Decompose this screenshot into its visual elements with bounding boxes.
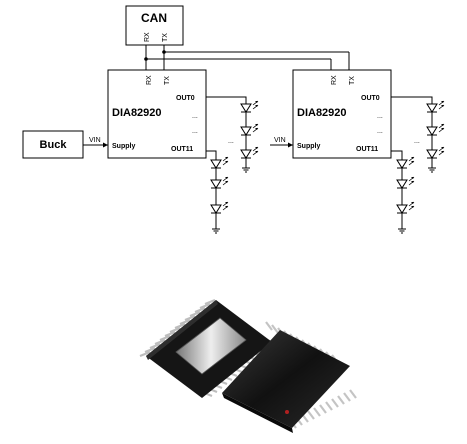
ic1-pin-dots-1: ...: [192, 113, 198, 120]
ic1-out11-pin: OUT11: [171, 146, 193, 153]
can-tx-pin: TX: [162, 33, 169, 42]
ic1-supply-pin: Supply: [112, 143, 135, 150]
ic1-tx-pin: TX: [164, 76, 171, 85]
can-rx-pin: RX: [144, 32, 151, 42]
ic2-pin-dots-2: ...: [377, 128, 383, 135]
package-marked-view: [222, 321, 357, 433]
ic2-out11-pin: OUT11: [356, 146, 378, 153]
ic2-vin-arrow: [288, 142, 293, 148]
ic1-rx-pin: RX: [146, 75, 153, 85]
ic1-block: RX TX DIA82920 OUT0 ... ... OUT11 Supply: [107, 69, 207, 159]
tx-junction: [162, 50, 166, 54]
can-bus-wires: [145, 45, 350, 70]
ic1-led-dots: ...: [228, 138, 234, 145]
ic2-vin-label: VIN: [274, 137, 286, 144]
ic1-vin-label: VIN: [89, 137, 101, 144]
ic1-pin-dots-2: ...: [192, 128, 198, 135]
buck-label: Buck: [40, 139, 68, 151]
ic2-tx-pin: TX: [349, 76, 356, 85]
can-label: CAN: [141, 11, 167, 25]
ic2-part-number: DIA82920: [297, 107, 347, 119]
ic2-out0-pin: OUT0: [361, 95, 380, 102]
rx-junction: [144, 57, 148, 61]
ic1-out0-pin: OUT0: [176, 95, 195, 102]
buck-arrow: [103, 142, 108, 148]
ic2-block: RX TX DIA82920 OUT0 ... ... OUT11 Supply: [292, 69, 392, 159]
ic2-rx-pin: RX: [331, 75, 338, 85]
ic1-part-number: DIA82920: [112, 107, 162, 119]
can-block: CAN RX TX: [125, 5, 184, 46]
package-top-view: [139, 298, 278, 398]
ic2-led-dots: ...: [414, 138, 420, 145]
chip-package-photo: [139, 298, 357, 433]
ic1-out11-led-string: [206, 150, 229, 234]
ic2-out0-led-string: [391, 96, 445, 173]
ic1-out0-led-string: [206, 96, 259, 173]
ic2-supply-pin: Supply: [297, 143, 320, 150]
ic2-out11-led-string: [391, 150, 415, 234]
ic2-pin-dots-1: ...: [377, 113, 383, 120]
buck-block: Buck: [22, 130, 84, 159]
